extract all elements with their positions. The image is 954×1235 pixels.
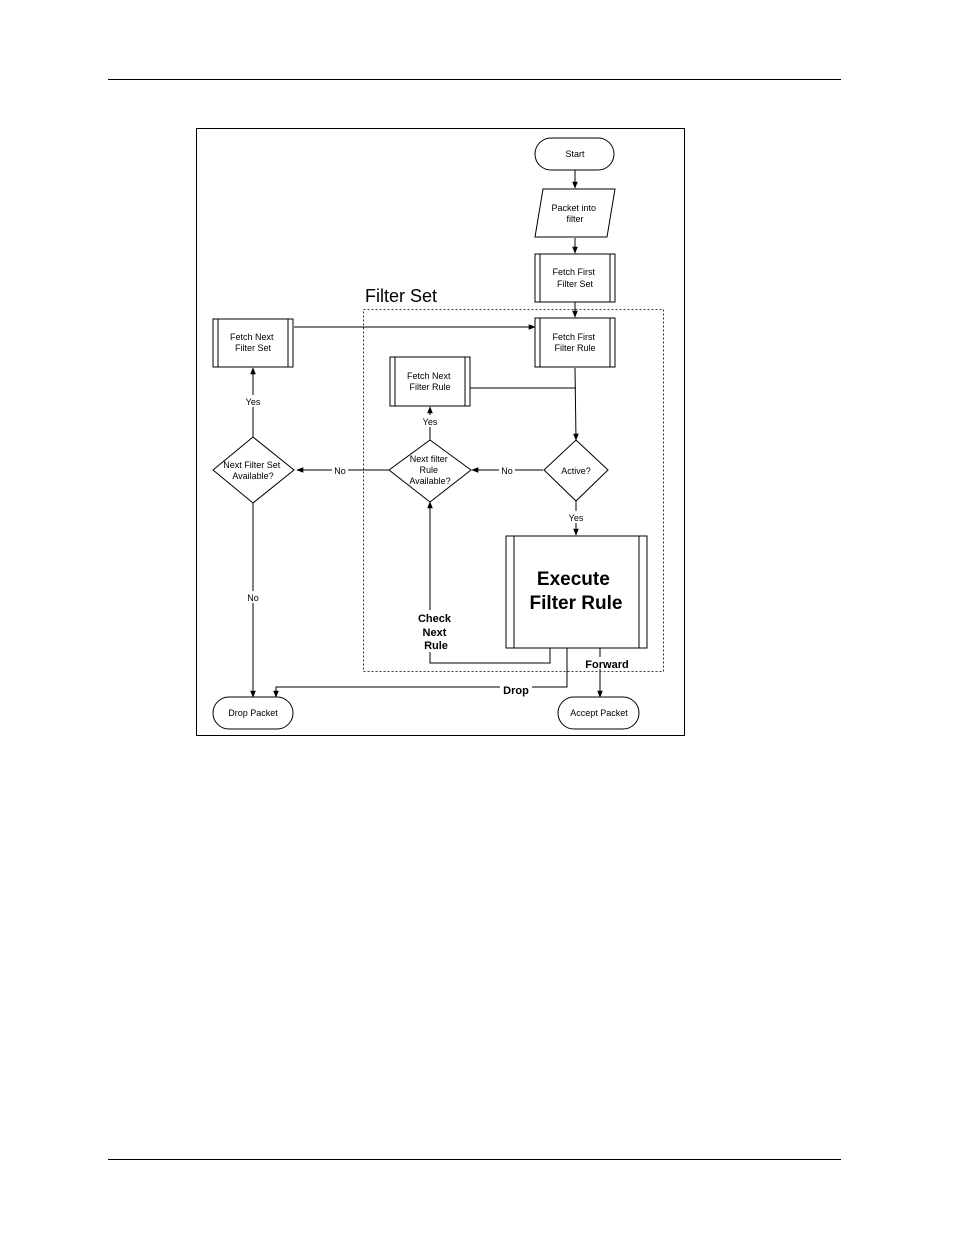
node-fetch-first-filter-set bbox=[535, 254, 615, 302]
edge-fetchrule-active bbox=[575, 368, 576, 440]
filter-set-title: Filter Set bbox=[365, 286, 437, 306]
node-active-label: Active? bbox=[561, 466, 591, 476]
edge-label-yes-active: Yes bbox=[569, 513, 584, 523]
node-start-label: Start bbox=[565, 149, 585, 159]
node-drop-packet-label: Drop Packet bbox=[228, 708, 278, 718]
node-accept-packet-label: Accept Packet bbox=[570, 708, 628, 718]
node-packet-into-filter bbox=[535, 189, 615, 237]
edge-label-forward: Forward bbox=[585, 659, 628, 671]
node-fetch-first-filter-rule-label: Fetch First Filter Rule bbox=[552, 332, 597, 353]
edge-label-no-set: No bbox=[334, 466, 346, 476]
edge-label-no-rule: No bbox=[247, 593, 259, 603]
node-fetch-next-filter-set-label: Fetch Next Filter Set bbox=[230, 332, 276, 353]
edge-label-yes-rule: Yes bbox=[423, 417, 438, 427]
edge-label-no-active: No bbox=[501, 466, 513, 476]
node-next-filter-set-available bbox=[213, 437, 294, 503]
node-fetch-next-filter-rule-label: Fetch Next Filter Rule bbox=[407, 371, 453, 392]
edge-label-drop: Drop bbox=[503, 685, 529, 697]
edge-label-yes-set: Yes bbox=[246, 397, 261, 407]
node-execute-filter-rule bbox=[506, 536, 647, 648]
